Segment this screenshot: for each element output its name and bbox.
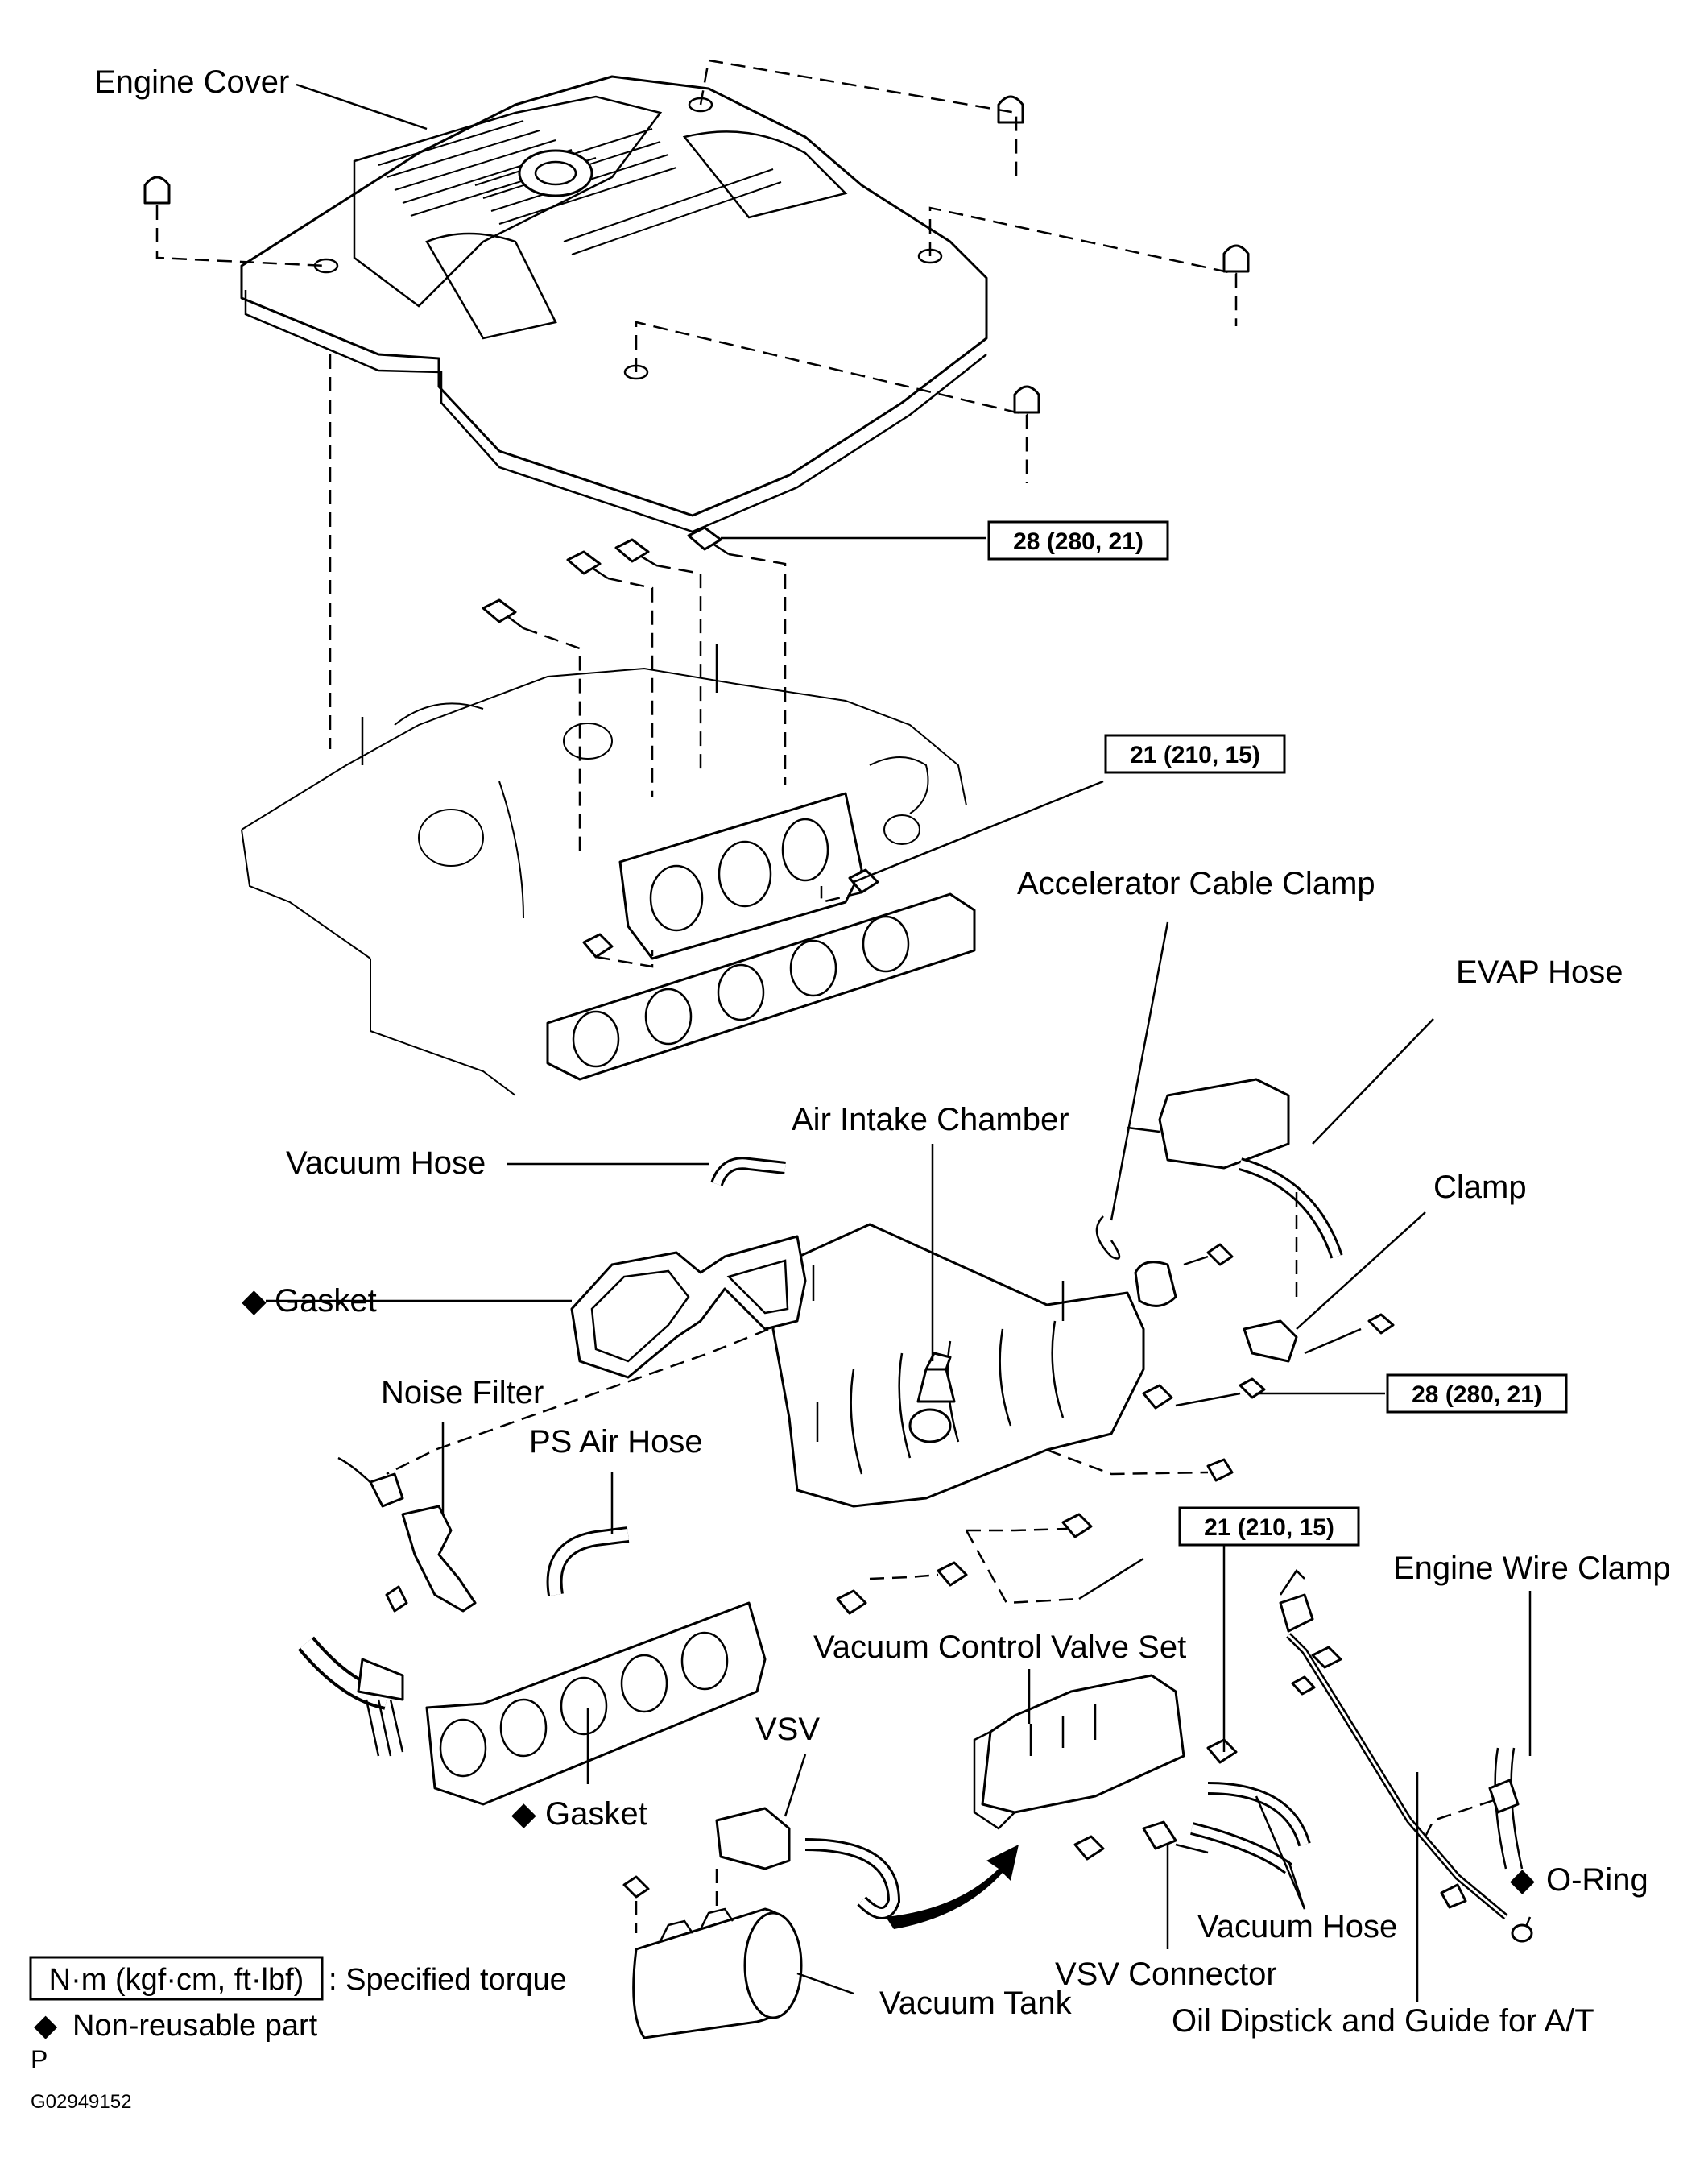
air-intake-chamber-part xyxy=(771,1223,1145,1508)
torque-spec-3: 28 (280, 21) xyxy=(1386,1373,1568,1414)
label-vacuum-hose-lower: Vacuum Hose xyxy=(1197,1909,1397,1944)
engine-wire-clamp-part xyxy=(1424,1747,1524,1870)
torque-spec-4: 21 (210, 15) xyxy=(1178,1506,1360,1547)
label-air-intake-chamber: Air Intake Chamber xyxy=(792,1102,1069,1137)
leader-lines xyxy=(266,83,1532,2002)
legend-torque-box: N·m (kgf·cm, ft·lbf) xyxy=(49,1963,304,1997)
torque-spec-1: 28 (280, 21) xyxy=(987,520,1169,561)
callout-labels: Engine Cover Accelerator Cable Clamp EVA… xyxy=(94,64,1671,2039)
engine-cover-part xyxy=(240,75,988,533)
evap-part xyxy=(1127,1078,1343,1305)
label-gasket-lower: Gasket xyxy=(545,1796,647,1832)
clamp-part xyxy=(1243,1313,1395,1363)
gasket-lower-diamond: ◆ xyxy=(511,1796,536,1832)
figure-id: G02949152 xyxy=(31,2091,131,2113)
label-vacuum-control-valve-set: Vacuum Control Valve Set xyxy=(813,1629,1186,1665)
label-engine-cover: Engine Cover xyxy=(94,64,289,100)
accelerator-clamp-part xyxy=(1095,1215,1234,1307)
ps-air-hose-part xyxy=(546,1526,630,1596)
legend-non-reusable: Non-reusable part xyxy=(72,2009,318,2043)
vsv-guides xyxy=(635,1869,718,1933)
hose-end-part xyxy=(298,1636,404,1757)
label-vacuum-hose-upper: Vacuum Hose xyxy=(286,1145,486,1181)
vacuum-control-valve-part xyxy=(973,1674,1311,1874)
legend-letter: P xyxy=(31,2045,48,2074)
vacuum-hose-upper-part xyxy=(710,1157,786,1186)
label-vacuum-tank: Vacuum Tank xyxy=(879,1986,1073,2021)
noise-filter-part xyxy=(337,1456,477,1613)
curved-arrow xyxy=(886,1845,1019,1929)
torque-value-4: 21 (210, 15) xyxy=(1204,1514,1334,1541)
intake-bolt-guides xyxy=(386,1319,1209,1605)
label-clamp: Clamp xyxy=(1433,1170,1527,1205)
cover-nut-icons xyxy=(143,95,1250,414)
label-vsv: VSV xyxy=(755,1712,820,1747)
label-accelerator-cable-clamp: Accelerator Cable Clamp xyxy=(1017,866,1375,901)
upper-bolts xyxy=(361,526,879,959)
vsv-part xyxy=(715,1807,901,1919)
label-noise-filter: Noise Filter xyxy=(381,1375,544,1410)
legend: N·m (kgf·cm, ft·lbf) : Specified torque … xyxy=(29,1956,567,2113)
gasket-upper-diamond: ◆ xyxy=(242,1283,267,1319)
vacuum-tank-part xyxy=(622,1875,803,2039)
torque-spec-2: 21 (210, 15) xyxy=(1104,734,1286,774)
label-engine-wire-clamp: Engine Wire Clamp xyxy=(1393,1551,1671,1586)
label-ps-air-hose: PS Air Hose xyxy=(529,1424,703,1460)
torque-value-1: 28 (280, 21) xyxy=(1013,528,1143,555)
oil-dipstick-part xyxy=(1279,1569,1533,1943)
engine-background xyxy=(241,667,967,1096)
torque-value-3: 28 (280, 21) xyxy=(1412,1381,1542,1408)
label-evap-hose: EVAP Hose xyxy=(1456,954,1623,990)
lower-manifold-gasket xyxy=(546,892,976,1081)
label-gasket-upper: Gasket xyxy=(275,1283,377,1319)
gasket-lower-part xyxy=(425,1601,767,1806)
manifold-flange xyxy=(618,792,863,960)
label-o-ring: O-Ring xyxy=(1546,1862,1648,1898)
o-ring-diamond: ◆ xyxy=(1510,1862,1535,1898)
legend-diamond: ◆ xyxy=(34,2009,58,2043)
upper-bolt-guides xyxy=(523,553,862,968)
torque-value-2: 21 (210, 15) xyxy=(1130,742,1260,768)
cover-dashed-guides xyxy=(155,59,1238,749)
gasket-upper-part xyxy=(570,1235,807,1379)
legend-torque-desc: : Specified torque xyxy=(329,1963,567,1997)
label-oil-dipstick: Oil Dipstick and Guide for A/T xyxy=(1172,2003,1594,2039)
label-vsv-connector: VSV Connector xyxy=(1055,1957,1277,1992)
